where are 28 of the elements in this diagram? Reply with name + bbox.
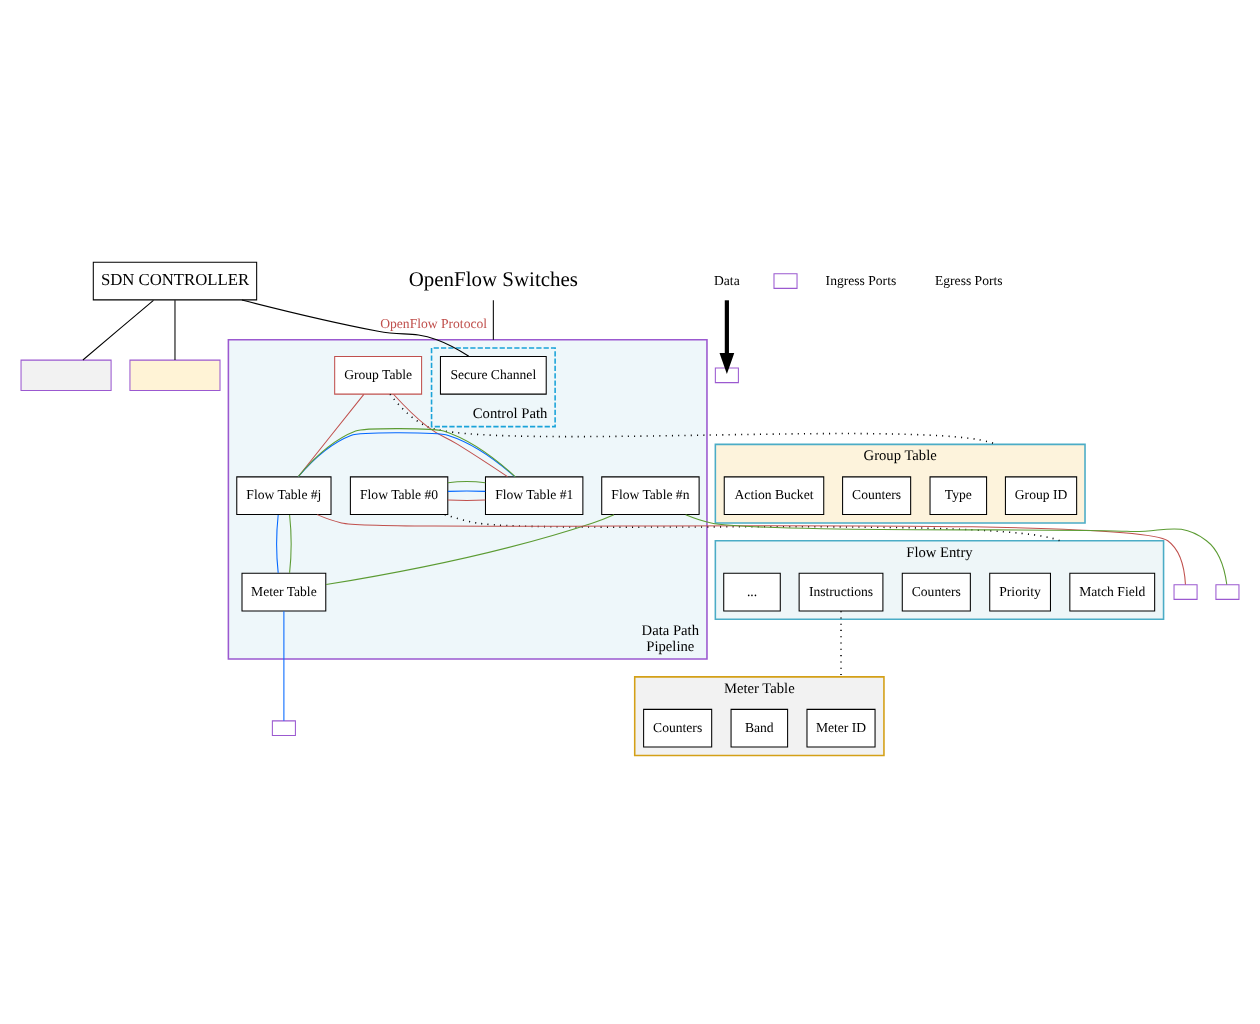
connector	[289, 513, 292, 573]
connector	[276, 513, 279, 573]
node-box	[714, 366, 739, 383]
connector	[393, 392, 509, 477]
connector	[297, 392, 365, 477]
node-box	[1173, 583, 1198, 599]
connector	[492, 298, 494, 340]
connector	[283, 609, 285, 721]
node-box	[129, 358, 221, 390]
connector	[447, 498, 486, 500]
connector	[174, 298, 176, 360]
node-box	[20, 358, 112, 390]
connector	[444, 512, 1061, 541]
connector	[840, 609, 842, 677]
node-box	[271, 719, 296, 736]
node-text: OpenFlow Switches	[408, 269, 578, 292]
node-box	[1215, 583, 1240, 599]
connector	[389, 392, 997, 445]
connector	[447, 480, 486, 483]
connector	[241, 298, 470, 356]
arrow	[719, 299, 735, 374]
connector	[325, 513, 615, 585]
node-box: SDN CONTROLLER	[92, 260, 258, 300]
connector	[447, 489, 486, 491]
connector	[82, 298, 154, 360]
connector	[685, 513, 1228, 585]
connector	[316, 513, 1186, 584]
node-box	[773, 272, 798, 288]
